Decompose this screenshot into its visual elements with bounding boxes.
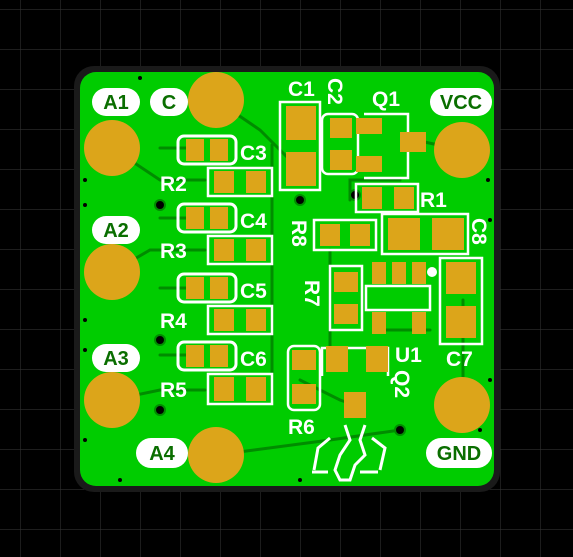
ref-r4: R4 (160, 310, 187, 333)
ref-r2: R2 (160, 173, 187, 196)
cap-c6 (176, 340, 238, 372)
ref-c5: C5 (240, 280, 267, 303)
silkscreen-refs: C1 C2 Q1 C3 R2 C4 R3 C5 R4 C6 R5 R1 R8 C… (160, 78, 490, 439)
pin-label-gnd: GND (426, 438, 492, 468)
ref-r7: R7 (300, 280, 323, 307)
ref-r3: R3 (160, 240, 187, 263)
cap-c4 (176, 202, 238, 234)
pin-text-vcc: VCC (440, 92, 482, 114)
ref-c4: C4 (240, 210, 267, 233)
cap-c7 (438, 256, 484, 346)
ref-c8: C8 (467, 218, 490, 245)
ref-r1: R1 (420, 189, 447, 212)
pin-text-a1: A1 (103, 92, 129, 114)
res-r1 (354, 182, 420, 214)
pad-a3 (84, 372, 140, 428)
cap-c3 (176, 134, 238, 166)
pad-a4 (188, 427, 244, 483)
cap-c2 (320, 112, 360, 176)
res-r6 (286, 344, 322, 412)
transistor-q2 (320, 346, 390, 418)
ref-c3: C3 (240, 142, 267, 165)
ref-c1: C1 (288, 78, 315, 101)
edge-markers (83, 76, 492, 482)
cap-c1 (278, 100, 322, 192)
deer-antler-logo-icon (312, 424, 387, 482)
res-r5 (206, 372, 274, 406)
ref-r6: R6 (288, 416, 315, 439)
ref-c6: C6 (240, 348, 267, 371)
vias (154, 189, 406, 436)
transistor-q1 (356, 112, 426, 180)
pin-text-c: C (162, 92, 176, 114)
pin-label-a2: A2 (92, 216, 140, 244)
pin-text-a3: A3 (103, 348, 129, 370)
res-r8 (312, 218, 378, 252)
pad-gnd (434, 377, 490, 433)
pin-label-a1: A1 (92, 88, 140, 116)
copper-pour (80, 72, 494, 486)
res-r3 (206, 234, 274, 266)
cap-c5 (176, 272, 238, 304)
pin-text-gnd: GND (437, 443, 481, 465)
ref-r8: R8 (287, 220, 310, 247)
pin-label-c: C (150, 88, 188, 116)
pin-label-vcc: VCC (430, 88, 492, 116)
pin-text-a4: A4 (149, 443, 175, 465)
ref-c2: C2 (323, 78, 346, 105)
through-hole-pads (84, 72, 490, 483)
ref-r5: R5 (160, 379, 187, 402)
ref-q2: Q2 (390, 370, 413, 398)
pad-a2 (84, 244, 140, 300)
res-r7 (328, 264, 364, 332)
pad-c (188, 72, 244, 128)
cap-c8 (380, 212, 470, 256)
pin-text-a2: A2 (103, 220, 129, 242)
pad-a1 (84, 120, 140, 176)
res-r4 (206, 304, 274, 336)
pin-label-a3: A3 (92, 344, 140, 372)
ic-u1 (364, 262, 437, 334)
res-r2 (206, 166, 274, 198)
pad-vcc (434, 122, 490, 178)
ref-c7: C7 (446, 348, 473, 371)
ref-q1: Q1 (372, 88, 400, 111)
ref-u1: U1 (395, 344, 422, 367)
pin-label-a4: A4 (136, 438, 188, 468)
